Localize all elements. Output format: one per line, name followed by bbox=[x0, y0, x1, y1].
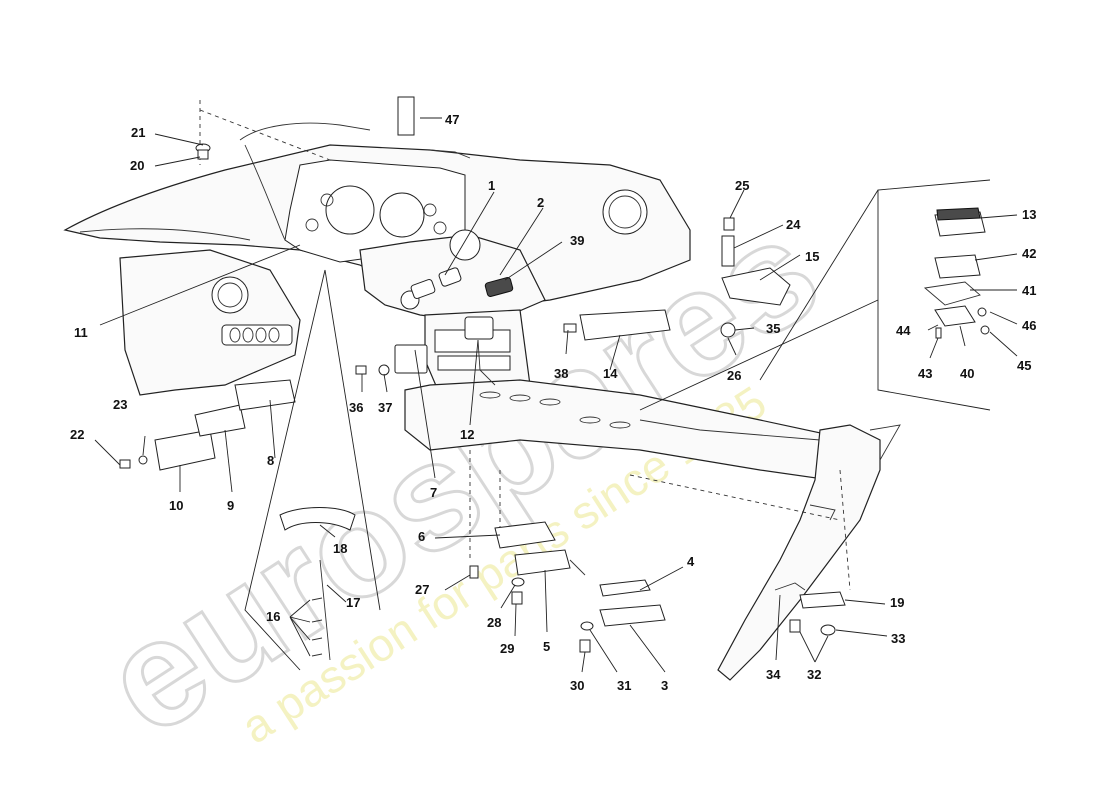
center-pod bbox=[359, 229, 546, 321]
callout-35: 35 bbox=[766, 321, 780, 336]
callout-16: 16 bbox=[266, 609, 280, 624]
callout-20: 20 bbox=[130, 158, 144, 173]
callout-17: 17 bbox=[346, 595, 360, 610]
callout-25: 25 bbox=[735, 178, 749, 193]
callout-31: 31 bbox=[617, 678, 631, 693]
callout-14: 14 bbox=[603, 366, 618, 381]
callout-24: 24 bbox=[786, 217, 801, 232]
callout-26: 26 bbox=[727, 368, 741, 383]
callout-8: 8 bbox=[267, 453, 274, 468]
callout-19: 19 bbox=[890, 595, 904, 610]
small-parts bbox=[119, 96, 990, 671]
callout-1: 1 bbox=[488, 178, 495, 193]
callout-6: 6 bbox=[418, 529, 425, 544]
callout-5: 5 bbox=[543, 639, 550, 654]
callout-18: 18 bbox=[333, 541, 347, 556]
callout-12: 12 bbox=[460, 427, 474, 442]
callout-22: 22 bbox=[70, 427, 84, 442]
callout-37: 37 bbox=[378, 400, 392, 415]
callout-40: 40 bbox=[960, 366, 974, 381]
callout-32: 32 bbox=[807, 667, 821, 682]
callout-44: 44 bbox=[896, 323, 911, 338]
callout-3: 3 bbox=[661, 678, 668, 693]
callout-39: 39 bbox=[570, 233, 584, 248]
instrument-cluster bbox=[239, 122, 466, 263]
callout-30: 30 bbox=[570, 678, 584, 693]
left-side-panel bbox=[119, 249, 301, 396]
callout-36: 36 bbox=[349, 400, 363, 415]
callout-labels: 1 2 3 4 5 6 7 8 9 10 11 12 13 14 15 16 1… bbox=[70, 112, 1036, 693]
callout-42: 42 bbox=[1022, 246, 1036, 261]
callout-28: 28 bbox=[487, 615, 501, 630]
callout-38: 38 bbox=[554, 366, 568, 381]
callout-23: 23 bbox=[113, 397, 127, 412]
callout-41: 41 bbox=[1022, 283, 1036, 298]
tunnel-side bbox=[717, 424, 901, 681]
callout-10: 10 bbox=[169, 498, 183, 513]
callout-2: 2 bbox=[537, 195, 544, 210]
callout-4: 4 bbox=[687, 554, 695, 569]
detail-frame bbox=[639, 179, 991, 411]
callout-34: 34 bbox=[766, 667, 781, 682]
callout-29: 29 bbox=[500, 641, 514, 656]
callout-27: 27 bbox=[415, 582, 429, 597]
callout-47: 47 bbox=[445, 112, 459, 127]
callout-33: 33 bbox=[891, 631, 905, 646]
dashed-guides bbox=[199, 100, 841, 560]
callout-45: 45 bbox=[1017, 358, 1031, 373]
callout-7: 7 bbox=[430, 485, 437, 500]
callout-13: 13 bbox=[1022, 207, 1036, 222]
callout-9: 9 bbox=[227, 498, 234, 513]
callout-11: 11 bbox=[74, 325, 88, 340]
callout-46: 46 bbox=[1022, 318, 1036, 333]
callout-15: 15 bbox=[805, 249, 819, 264]
callout-43: 43 bbox=[918, 366, 932, 381]
leader-lines bbox=[94, 117, 1018, 673]
callout-21: 21 bbox=[131, 125, 145, 140]
